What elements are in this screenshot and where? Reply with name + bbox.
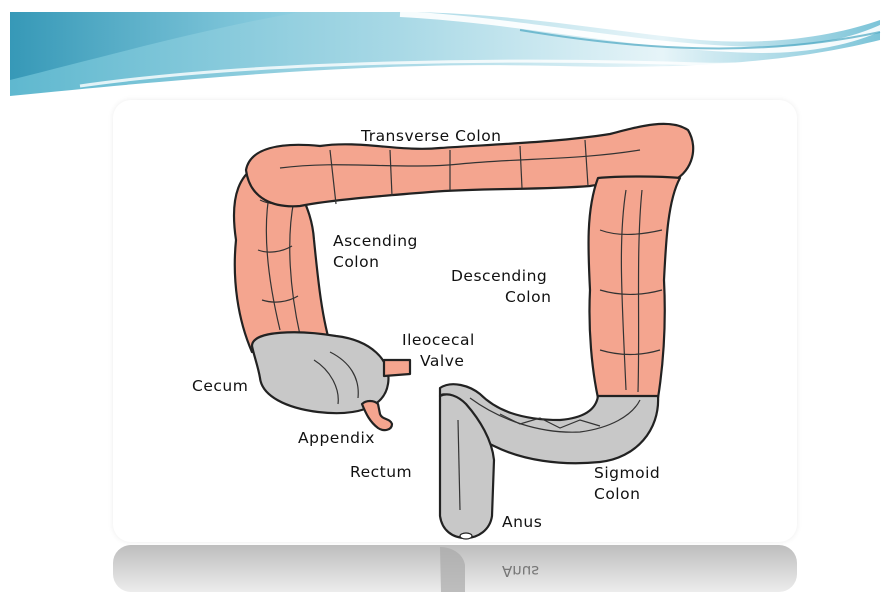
label-cecum: Cecum bbox=[192, 377, 248, 395]
label-descending-colon-line1: Descending bbox=[451, 267, 547, 285]
label-anus: Anus bbox=[502, 513, 542, 531]
label-appendix: Appendix bbox=[298, 429, 375, 447]
label-ileocecal-valve-line2: Valve bbox=[420, 352, 464, 370]
label-rectum: Rectum bbox=[350, 463, 412, 481]
ileum-shape bbox=[384, 360, 410, 376]
appendix-shape bbox=[362, 401, 392, 430]
label-descending-colon-line2: Colon bbox=[505, 288, 551, 306]
label-ascending-colon-line1: Ascending bbox=[333, 232, 418, 250]
label-transverse-colon: Transverse Colon bbox=[360, 127, 502, 145]
slide-reflection: Anus bbox=[113, 545, 797, 592]
label-sigmoid-colon-line2: Colon bbox=[594, 485, 640, 503]
label-sigmoid-colon-line1: Sigmoid bbox=[594, 464, 660, 482]
label-ileocecal-valve-line1: Ileocecal bbox=[402, 331, 475, 349]
label-ascending-colon-line2: Colon bbox=[333, 253, 379, 271]
reflection-label-anus: Anus bbox=[502, 562, 539, 580]
anus-opening bbox=[460, 533, 472, 539]
descending-colon-shape bbox=[588, 177, 680, 399]
